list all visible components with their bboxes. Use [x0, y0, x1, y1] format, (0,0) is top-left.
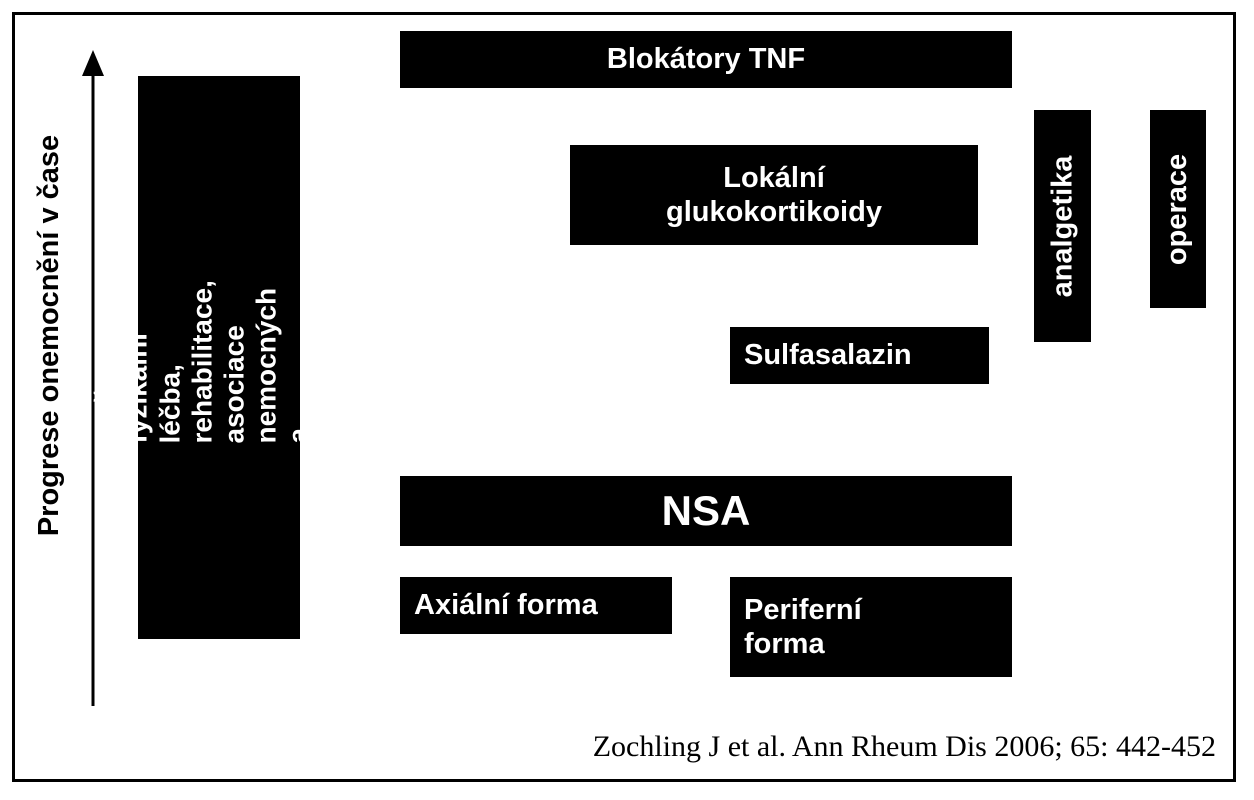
nsa-label: NSA [661, 487, 751, 535]
sulfasalazine-label: Sulfasalazin [744, 339, 912, 372]
citation: Zochling J et al. Ann Rheum Dis 2006; 65… [592, 730, 1216, 763]
local-glucocorticoids-box: Lokální glukokortikoidy [570, 145, 978, 245]
peripheral-form-box: Periferní forma [730, 577, 1012, 677]
surgery-label: operace [1161, 153, 1194, 265]
peripheral-form-label: Periferní forma [744, 593, 862, 660]
local-glucocorticoids-label: Lokální glukokortikoidy [666, 161, 882, 228]
tnf-blockers-box: Blokátory TNF [400, 31, 1012, 88]
nsa-box: NSA [400, 476, 1012, 546]
axial-form-label: Axiální forma [414, 589, 598, 622]
sulfasalazine-box: Sulfasalazin [730, 327, 989, 384]
tnf-blockers-label: Blokátory TNF [606, 43, 806, 76]
education-text: Edukace, cvičení, fyzikální léčba, rehab… [58, 271, 379, 444]
analgesics-box: analgetika [1034, 110, 1091, 342]
axial-form-box: Axiální forma [400, 577, 672, 634]
surgery-box: operace [1150, 110, 1206, 308]
education-box: Edukace, cvičení, fyzikální léčba, rehab… [58, 76, 379, 639]
up-arrow-icon [82, 50, 104, 706]
analgesics-label: analgetika [1046, 155, 1078, 297]
